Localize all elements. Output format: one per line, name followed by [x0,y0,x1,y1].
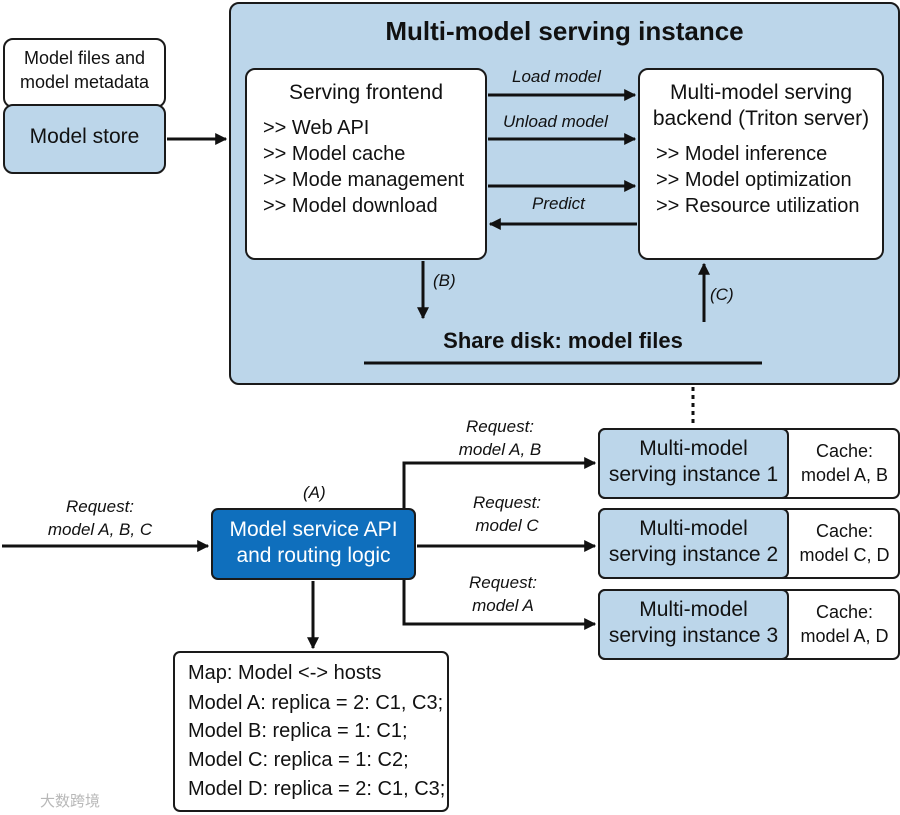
serving-frontend-box [245,68,487,260]
route-request-label: Request: [465,417,535,436]
backend-title: backend (Triton server) [652,107,870,130]
router-label: Model service API [229,518,398,541]
map-row: Model D: replica = 2: C1, C3; [188,778,446,800]
map-row: Model C: replica = 1: C2; [188,749,409,771]
watermark: 大数跨境 [40,793,101,810]
instance-title: Multi-model serving instance [385,16,744,46]
serving-instance-2-label: Multi-model [639,517,748,540]
model-store-box [3,104,166,174]
route-3-arrow [402,580,597,630]
triton-backend-box [638,68,884,260]
model-files-label: model metadata [19,72,150,92]
serving-instance-1-label: serving instance 1 [608,463,779,486]
serving-instance-1-box [598,428,789,499]
route-request-models: model A [472,596,534,615]
predict-label: Predict [532,194,585,213]
route-request-models: model A, B [458,440,542,459]
map-row: Model B: replica = 1: C1; [188,720,408,742]
serving-instance-3-box [598,589,789,660]
frontend-title: Serving frontend [288,81,444,104]
cache-2-label: Cache: [815,521,874,541]
b-label: (B) [433,271,456,290]
incoming-request-models: model A, B, C [47,520,153,539]
backend-item: >> Model optimization [656,169,852,191]
backend-title: Multi-model serving [669,81,853,104]
serving-instance-2-label: serving instance 2 [608,543,779,566]
cache-1-models: model A, B [800,465,889,485]
route-request-label: Request: [472,493,542,512]
model-host-map-box [173,651,449,812]
route-1-arrow [402,457,597,508]
serving-instance-3-label: serving instance 3 [608,624,779,647]
cache-1-label: Cache: [815,441,874,461]
route-request-models: model C [475,516,539,535]
backend-item: >> Resource utilization [656,195,860,217]
cache-2-models: model C, D [799,545,890,565]
incoming-request-label: Request: [65,497,135,516]
router-tag: (A) [303,483,326,502]
model-service-api-box [211,508,416,580]
frontend-item: >> Model cache [263,143,406,165]
c-label: (C) [710,285,734,304]
shared-disk-label: Share disk: model files [443,328,683,353]
route-request-label: Request: [468,573,538,592]
serving-instance-3-label: Multi-model [639,598,748,621]
backend-item: >> Model inference [656,143,828,165]
model-files-label: Model files and [23,48,146,68]
cache-3-models: model A, D [800,626,889,646]
map-row: Model A: replica = 2: C1, C3; [188,692,444,714]
frontend-item: >> Model download [263,195,438,217]
serving-instance-2-box [598,508,789,579]
map-title: Map: Model <-> hosts [188,662,382,684]
frontend-item: >> Mode management [263,169,465,191]
unload-model-label: Unload model [503,112,608,131]
model-store-label: Model store [29,125,140,148]
router-label: and routing logic [236,544,391,567]
cache-3-label: Cache: [815,602,874,622]
serving-instance-1-label: Multi-model [639,437,748,460]
load-model-label: Load model [512,67,601,86]
frontend-item: >> Web API [263,117,370,139]
